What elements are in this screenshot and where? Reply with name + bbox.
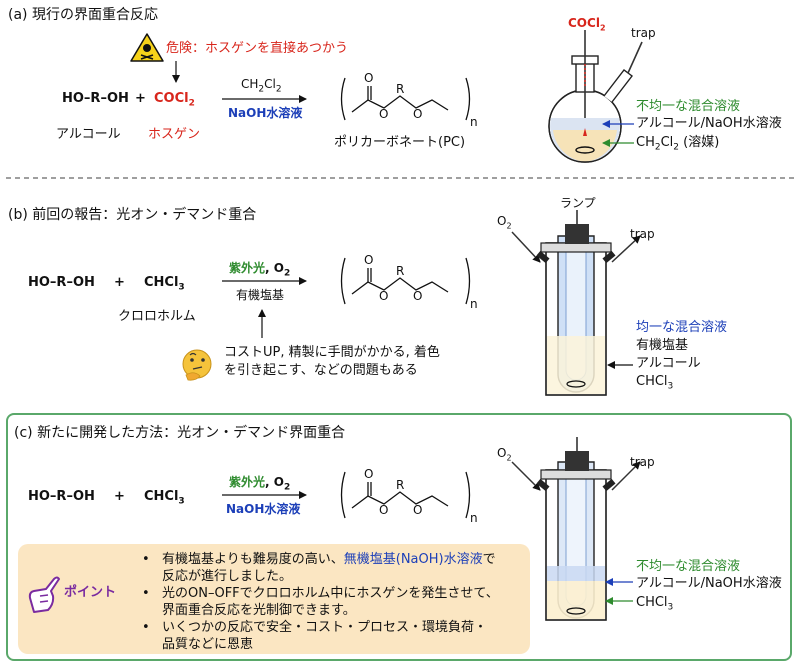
plus-sign: + [114,489,125,504]
r-group: R [396,264,405,278]
point-label: ポイント [64,585,117,600]
ester-o-2: O [413,107,423,121]
bullet-mark: • [142,620,150,635]
polymer-structure-a [340,77,471,121]
point-1-line-2: 反応が進行しました。 [162,569,293,584]
alcohol-label: アルコール [636,356,701,371]
photoreactor-icon [511,437,641,621]
ester-o: O [379,503,389,517]
lamp-label: ランプ [560,196,596,210]
uniform-mixture-label: 均一な混合溶液 [636,320,728,335]
repeat-n: n [470,511,478,525]
section-b-title: (b) 前回の報告：光オン・デマンド重合 [8,207,257,223]
polycarbonate-label: ポリカーボネート(PC) [334,135,466,150]
naoh-condition: NaOH水溶液 [226,502,301,516]
ester-o: O [379,107,389,121]
skull-warning-icon [130,33,164,62]
ester-o: O [379,289,389,303]
alcohol-label: アルコール [56,127,121,142]
flask-phosgene: COCl2 [568,16,606,33]
trap-label: trap [630,455,655,469]
chloroform-formula: CHCl3 [144,275,185,293]
new-method-frame [6,413,792,661]
chcl3-label: CHCl3 [636,595,674,613]
point-3-line-1: いくつかの反応で安全・コスト・プロセス・環境負荷・ [162,620,488,635]
point-1-line-1: 有機塩基よりも難易度の高い、無機塩基(NaOH)水溶液で [162,552,496,567]
diol-reactant: HO–R–OH [28,275,95,290]
solvent-condition: CH2Cl2 [241,77,282,95]
carbonyl-o: O [364,71,374,85]
alcohol-naoh-label: アルコール/NaOH水溶液 [636,116,782,131]
carbonyl-o: O [364,253,374,267]
pointing-hand-icon [28,576,60,613]
point-3-line-2: 品質などに恩恵 [162,637,254,652]
section-c-title: (c) 新たに開発した方法：光オン・デマンド界面重合 [14,425,346,441]
phosgene-warning: 危険：ホスゲンを直接あつかう [166,41,349,56]
plus-sign: + [135,91,146,106]
issue-line-1: コストUP, 精製に手間がかかる, 着色 [224,345,440,360]
naoh-condition: NaOH水溶液 [228,106,303,120]
ester-o-2: O [413,289,423,303]
alcohol-naoh-label: アルコール/NaOH水溶液 [636,576,782,591]
flask-icon [548,30,643,163]
uneven-mixture-label: 不均一な混合溶液 [636,99,741,114]
organic-base-label: 有機塩基 [636,338,689,353]
bullet-mark: • [142,586,150,601]
trap-label: trap [631,26,656,40]
uv-condition: 紫外光, O2 [229,475,291,493]
point-2-line-1: 光のON–OFFでクロロホルム中にホスゲンを発生させて、 [162,586,499,601]
key-points-box: ポイント • 有機塩基よりも難易度の高い、無機塩基(NaOH)水溶液で 反応が進… [18,544,530,654]
polymer-structure-c [340,471,471,519]
section-a-title: (a) 現行の界面重合反応 [8,7,158,23]
repeat-n: n [470,297,478,311]
trap-label: trap [630,227,655,241]
chcl3-label: CHCl3 [636,374,674,392]
phosgene-label: ホスゲン [148,127,201,142]
chloroform-formula: CHCl3 [144,489,185,507]
r-group: R [396,478,405,492]
issue-line-2: を引き起こす、などの問題もある [224,363,418,378]
plus-sign: + [114,275,125,290]
oxygen-inlet: O2 [497,446,512,463]
diol-reactant: HO–R–OH [28,489,95,504]
r-group: R [396,82,405,96]
chloroform-label: クロロホルム [118,309,196,324]
photoreactor-icon [511,210,641,396]
polymer-structure-b [340,257,471,305]
diol-reactant: HO–R–OH [62,91,129,106]
repeat-n: n [470,115,478,129]
ester-o-2: O [413,503,423,517]
solvent-label: CH2Cl2 (溶媒) [636,135,720,153]
thinking-face-icon [182,349,212,381]
uneven-mixture-label: 不均一な混合溶液 [636,559,741,574]
point-2-line-2: 界面重合反応を光制御できます。 [162,603,356,618]
bullet-mark: • [142,552,150,567]
uv-condition: 紫外光, O2 [229,261,291,279]
organic-base-condition: 有機塩基 [236,288,285,302]
oxygen-inlet: O2 [497,214,512,231]
carbonyl-o: O [364,467,374,481]
phosgene-formula: COCl2 [154,91,195,109]
